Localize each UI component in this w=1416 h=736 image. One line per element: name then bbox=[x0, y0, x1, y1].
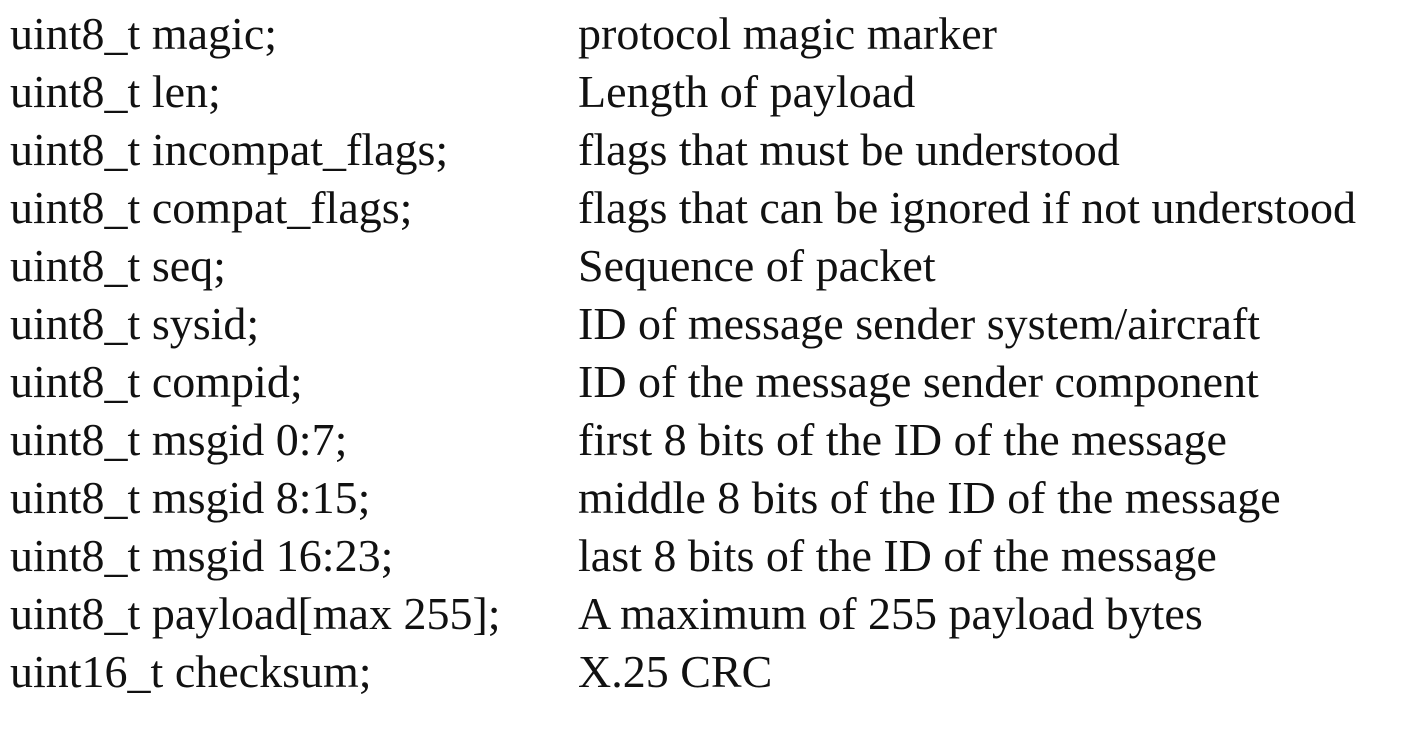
field-row-incompat-flags: uint8_t incompat_flags; flags that must … bbox=[10, 121, 1410, 179]
field-row-msgid-mid: uint8_t msgid 8:15; middle 8 bits of the… bbox=[10, 469, 1410, 527]
field-row-magic: uint8_t magic; protocol magic marker bbox=[10, 5, 1410, 63]
field-row-msgid-low: uint8_t msgid 0:7; first 8 bits of the I… bbox=[10, 411, 1410, 469]
field-description: flags that can be ignored if not underst… bbox=[578, 182, 1356, 233]
field-description: flags that must be understood bbox=[578, 124, 1120, 175]
field-description: first 8 bits of the ID of the message bbox=[578, 414, 1227, 465]
field-declaration: uint8_t sysid; bbox=[10, 298, 260, 349]
field-row-msgid-high: uint8_t msgid 16:23; last 8 bits of the … bbox=[10, 527, 1410, 585]
field-declaration: uint8_t compat_flags; bbox=[10, 182, 413, 233]
field-description: A maximum of 255 payload bytes bbox=[578, 588, 1203, 639]
field-declaration: uint8_t msgid 0:7; bbox=[10, 414, 348, 465]
field-description: last 8 bits of the ID of the message bbox=[578, 530, 1217, 581]
field-declaration: uint8_t payload[max 255]; bbox=[10, 588, 501, 639]
field-row-seq: uint8_t seq; Sequence of packet bbox=[10, 237, 1410, 295]
field-description: ID of the message sender component bbox=[578, 356, 1259, 407]
field-declaration: uint8_t compid; bbox=[10, 356, 303, 407]
field-row-checksum: uint16_t checksum; X.25 CRC bbox=[10, 643, 1410, 701]
field-declaration: uint16_t checksum; bbox=[10, 646, 372, 697]
field-declaration: uint8_t msgid 16:23; bbox=[10, 530, 394, 581]
field-row-payload: uint8_t payload[max 255]; A maximum of 2… bbox=[10, 585, 1410, 643]
field-row-compat-flags: uint8_t compat_flags; flags that can be … bbox=[10, 179, 1410, 237]
field-description: Sequence of packet bbox=[578, 240, 936, 291]
field-description: ID of message sender system/aircraft bbox=[578, 298, 1261, 349]
field-description: protocol magic marker bbox=[578, 8, 997, 59]
field-declaration: uint8_t len; bbox=[10, 66, 221, 117]
field-description: middle 8 bits of the ID of the message bbox=[578, 472, 1281, 523]
field-row-sysid: uint8_t sysid; ID of message sender syst… bbox=[10, 295, 1410, 353]
field-declaration: uint8_t incompat_flags; bbox=[10, 124, 449, 175]
field-declaration: uint8_t msgid 8:15; bbox=[10, 472, 371, 523]
field-declaration: uint8_t seq; bbox=[10, 240, 226, 291]
field-description: Length of payload bbox=[578, 66, 916, 117]
field-row-len: uint8_t len; Length of payload bbox=[10, 63, 1410, 121]
packet-structure-listing: uint8_t magic; protocol magic marker uin… bbox=[10, 5, 1410, 701]
field-row-compid: uint8_t compid; ID of the message sender… bbox=[10, 353, 1410, 411]
field-declaration: uint8_t magic; bbox=[10, 8, 278, 59]
field-description: X.25 CRC bbox=[578, 646, 773, 697]
